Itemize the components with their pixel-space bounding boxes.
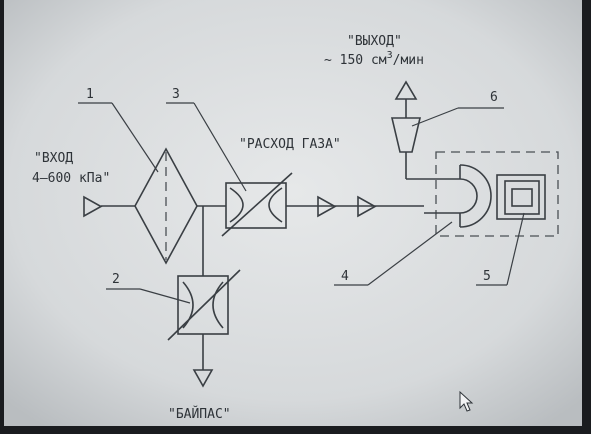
- output-value-suffix: /мин: [393, 53, 424, 68]
- input-label-value: 4–600 кПа": [32, 171, 110, 186]
- output-label-value: ~ 150 см3/мин: [324, 50, 424, 68]
- callout-4: 4: [341, 269, 349, 284]
- sample-holder-element-5: [496, 174, 546, 220]
- u-tube-element-4: [424, 164, 492, 228]
- chamber-dashed-outline: [435, 151, 559, 237]
- output-value-sup: 3: [387, 50, 393, 61]
- output-flowmeter-element-6: [390, 117, 422, 153]
- callout-6: 6: [490, 90, 498, 105]
- input-port-icon: [83, 195, 103, 218]
- output-value-prefix: ~ 150 см: [324, 53, 387, 68]
- output-arrow-icon: [394, 80, 418, 100]
- leader-line-5b: [506, 212, 525, 286]
- leader-line-2b: [139, 288, 191, 304]
- leader-line-4b: [367, 221, 453, 286]
- flow-arrow-icon-1: [317, 195, 337, 218]
- output-label-title: "ВЫХОД": [347, 34, 402, 49]
- mouse-cursor-icon: [459, 390, 474, 412]
- bypass-outlet-icon: [192, 369, 214, 388]
- input-label-title: "ВХОД: [34, 151, 73, 166]
- callout-5: 5: [483, 269, 491, 284]
- callout-3: 3: [172, 87, 180, 102]
- leader-line-3b: [193, 102, 247, 192]
- callout-1: 1: [86, 87, 94, 102]
- flow-arrow-icon-2: [357, 195, 377, 218]
- leader-line-6b: [411, 107, 459, 127]
- callout-2: 2: [112, 272, 120, 287]
- leader-line-1b: [111, 102, 159, 173]
- bypass-label: "БАЙПАС": [168, 406, 231, 422]
- flow-label: "РАСХОД ГАЗА": [239, 137, 341, 152]
